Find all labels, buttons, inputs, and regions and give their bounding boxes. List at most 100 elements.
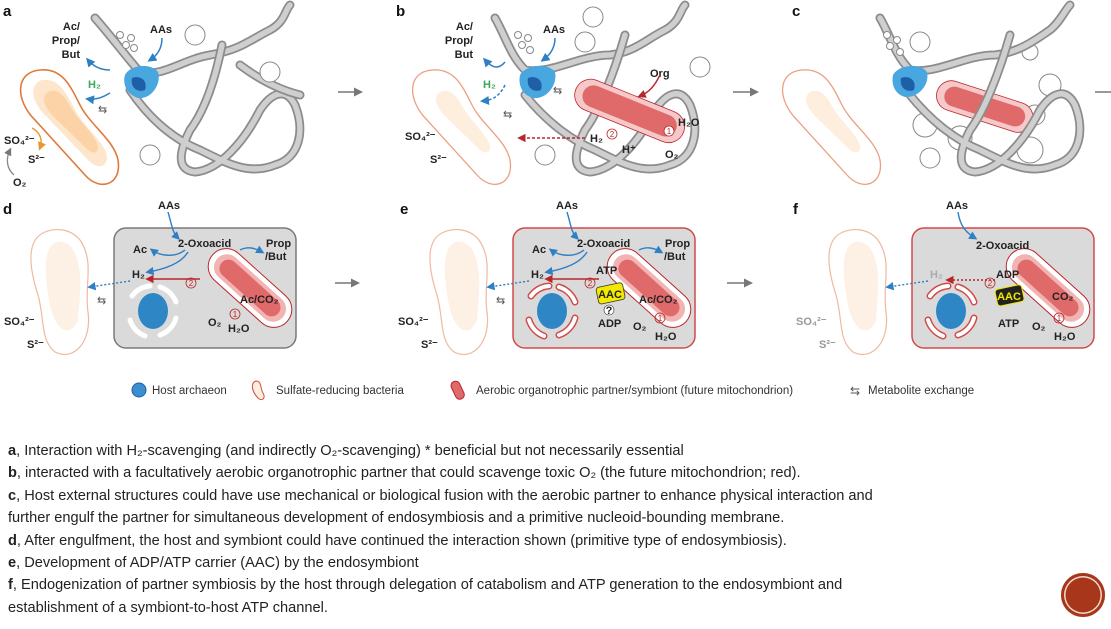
caption-text: , interacted with a facultatively aerobi… bbox=[16, 465, 801, 482]
panel-d: d AAs 2-Oxoacid Prop /But Ac H₂ Ac/CO₂ O… bbox=[3, 200, 297, 356]
exchange-icon: ⇆ bbox=[503, 109, 512, 121]
caption-key: c bbox=[8, 487, 17, 504]
label-h2o: H₂O bbox=[655, 331, 677, 343]
caption-key: b bbox=[8, 465, 17, 482]
label-s2: S²⁻ bbox=[421, 339, 438, 351]
label-h2o: H₂O bbox=[228, 323, 250, 335]
caption-line: f, Endogenization of partner symbiosis b… bbox=[8, 574, 1048, 596]
label-s2: S²⁻ bbox=[430, 154, 447, 166]
label-h2o: H₂O bbox=[1054, 331, 1076, 343]
caption-text: , Interaction with H₂-scavenging (and in… bbox=[16, 443, 684, 459]
label-aas: AAs bbox=[556, 200, 578, 212]
caption-text: , Endogenization of partner symbiosis by… bbox=[12, 577, 843, 594]
panel-e: e AAC ? AAs 2-Oxoacid Prop /But Ac H₂ AT… bbox=[398, 200, 696, 356]
nucleoid bbox=[138, 293, 168, 329]
label-aas: AAs bbox=[946, 200, 968, 212]
label-s2: S²⁻ bbox=[28, 154, 45, 166]
caption-line: b, interacted with a facultatively aerob… bbox=[8, 462, 1048, 484]
label-question: ? bbox=[606, 305, 613, 317]
label-aac: AAC bbox=[997, 291, 1021, 303]
label-ac-co2: Ac/CO₂ bbox=[240, 294, 279, 306]
label-but: But bbox=[455, 49, 474, 61]
label-ac: Ac/ bbox=[456, 21, 473, 33]
caption-text: , After engulfment, the host and symbion… bbox=[16, 532, 787, 549]
legend: Host archaeon Sulfate-reducing bacteria … bbox=[131, 380, 974, 401]
label-ac: Ac bbox=[133, 244, 147, 256]
sulfate-reducing-bacterium bbox=[30, 229, 90, 356]
sulfate-reducing-bacterium bbox=[828, 229, 888, 356]
label-h2: H₂ bbox=[88, 79, 101, 91]
label-prop: Prop bbox=[665, 238, 690, 250]
sulfate-reducing-bacterium bbox=[781, 69, 882, 185]
step-2-marker: 2 bbox=[610, 130, 615, 139]
exchange-icon: ⇆ bbox=[97, 295, 106, 307]
panel-label-a: a bbox=[3, 3, 12, 20]
label-2-oxoacid: 2-Oxoacid bbox=[976, 240, 1029, 252]
caption: a, Interaction with H₂-scavenging (and i… bbox=[8, 440, 1048, 619]
caption-line: e, Development of ADP/ATP carrier (AAC) … bbox=[8, 552, 1048, 574]
label-so4: SO₄²⁻ bbox=[398, 316, 429, 328]
aerobic-partner bbox=[574, 78, 685, 144]
panel-label-d: d bbox=[3, 201, 12, 218]
label-adp: ADP bbox=[598, 318, 621, 330]
label-atp: ATP bbox=[998, 318, 1019, 330]
panel-c: c bbox=[781, 0, 1085, 185]
filament-network bbox=[90, 0, 305, 177]
label-prop: Prop bbox=[266, 238, 291, 250]
step-2-marker: 2 bbox=[588, 279, 593, 288]
aerobic-symbiont bbox=[207, 248, 293, 328]
label-aac: AAC bbox=[598, 289, 622, 301]
step-2-marker: 2 bbox=[189, 279, 194, 288]
panel-f: f AAC AAs 2-Oxoacid H₂ ADP CO₂ ATP O₂ H₂… bbox=[793, 200, 1095, 356]
step-2-marker: 2 bbox=[988, 279, 993, 288]
label-so4: SO₄²⁻ bbox=[4, 135, 35, 147]
aac-carrier bbox=[595, 282, 626, 305]
metabolite-exchange-icon: ⇆ bbox=[850, 384, 860, 398]
label-h2: H₂ bbox=[483, 79, 496, 91]
panel-label-e: e bbox=[400, 201, 408, 218]
label-ac-co2: Ac/CO₂ bbox=[639, 294, 678, 306]
exchange-icon: ⇆ bbox=[496, 295, 505, 307]
label-ac: Ac bbox=[532, 244, 546, 256]
legend-host: Host archaeon bbox=[152, 385, 227, 397]
label-o2: O₂ bbox=[208, 317, 222, 329]
caption-key: e bbox=[8, 555, 17, 572]
bacteria-icon bbox=[251, 380, 265, 401]
label-2-oxoacid: 2-Oxoacid bbox=[577, 238, 630, 250]
step-1-marker: 1 bbox=[658, 314, 663, 323]
legend-partner: Aerobic organotrophic partner/symbiont (… bbox=[476, 385, 793, 397]
label-co2: CO₂ bbox=[1052, 291, 1074, 303]
sulfate-reducing-bacterium bbox=[429, 229, 489, 356]
caption-key: f bbox=[8, 577, 13, 594]
legend-srb: Sulfate-reducing bacteria bbox=[276, 385, 404, 397]
label-s2: S²⁻ bbox=[819, 339, 836, 351]
caption-line: establishment of a symbiont-to-host ATP … bbox=[8, 597, 1048, 619]
label-s2: S²⁻ bbox=[27, 339, 44, 351]
label-h2-red: H₂ bbox=[590, 133, 603, 145]
caption-key: a bbox=[8, 443, 17, 459]
caption-key: d bbox=[8, 532, 17, 549]
label-h2o: H₂O bbox=[678, 117, 700, 129]
sulfate-reducing-bacterium bbox=[411, 69, 512, 185]
caption-line: further engulf the partner for simultane… bbox=[8, 507, 1048, 529]
label-but: /But bbox=[664, 251, 686, 263]
label-aas: AAs bbox=[543, 24, 565, 36]
aerobic-symbiont bbox=[606, 248, 692, 328]
filament-network bbox=[875, 0, 1085, 177]
nucleoid bbox=[537, 293, 567, 329]
exchange-icon: ⇆ bbox=[98, 104, 107, 116]
nucleoid bbox=[936, 293, 966, 329]
label-so4: SO₄²⁻ bbox=[796, 316, 827, 328]
vesicle bbox=[184, 24, 206, 46]
aerobic-symbiont bbox=[1005, 248, 1091, 328]
label-ac: Ac/ bbox=[63, 21, 80, 33]
panel-label-b: b bbox=[396, 3, 405, 20]
caption-text: further engulf the partner for simultane… bbox=[8, 510, 785, 527]
label-aas: AAs bbox=[158, 200, 180, 212]
label-but: But bbox=[62, 49, 81, 61]
panel-a: a Ac/ Prop/ But AAs H₂ ⇆ SO₄²⁻ S²⁻ O₂ bbox=[3, 0, 305, 189]
panel-b: b Ac/ Prop/ But AAs H₂ Org H₂O H₂ H⁺ O₂ … bbox=[396, 0, 711, 185]
step-1-marker: 1 bbox=[1057, 314, 1062, 323]
label-h2: H₂ bbox=[132, 269, 145, 281]
slide-logo bbox=[1061, 573, 1105, 617]
